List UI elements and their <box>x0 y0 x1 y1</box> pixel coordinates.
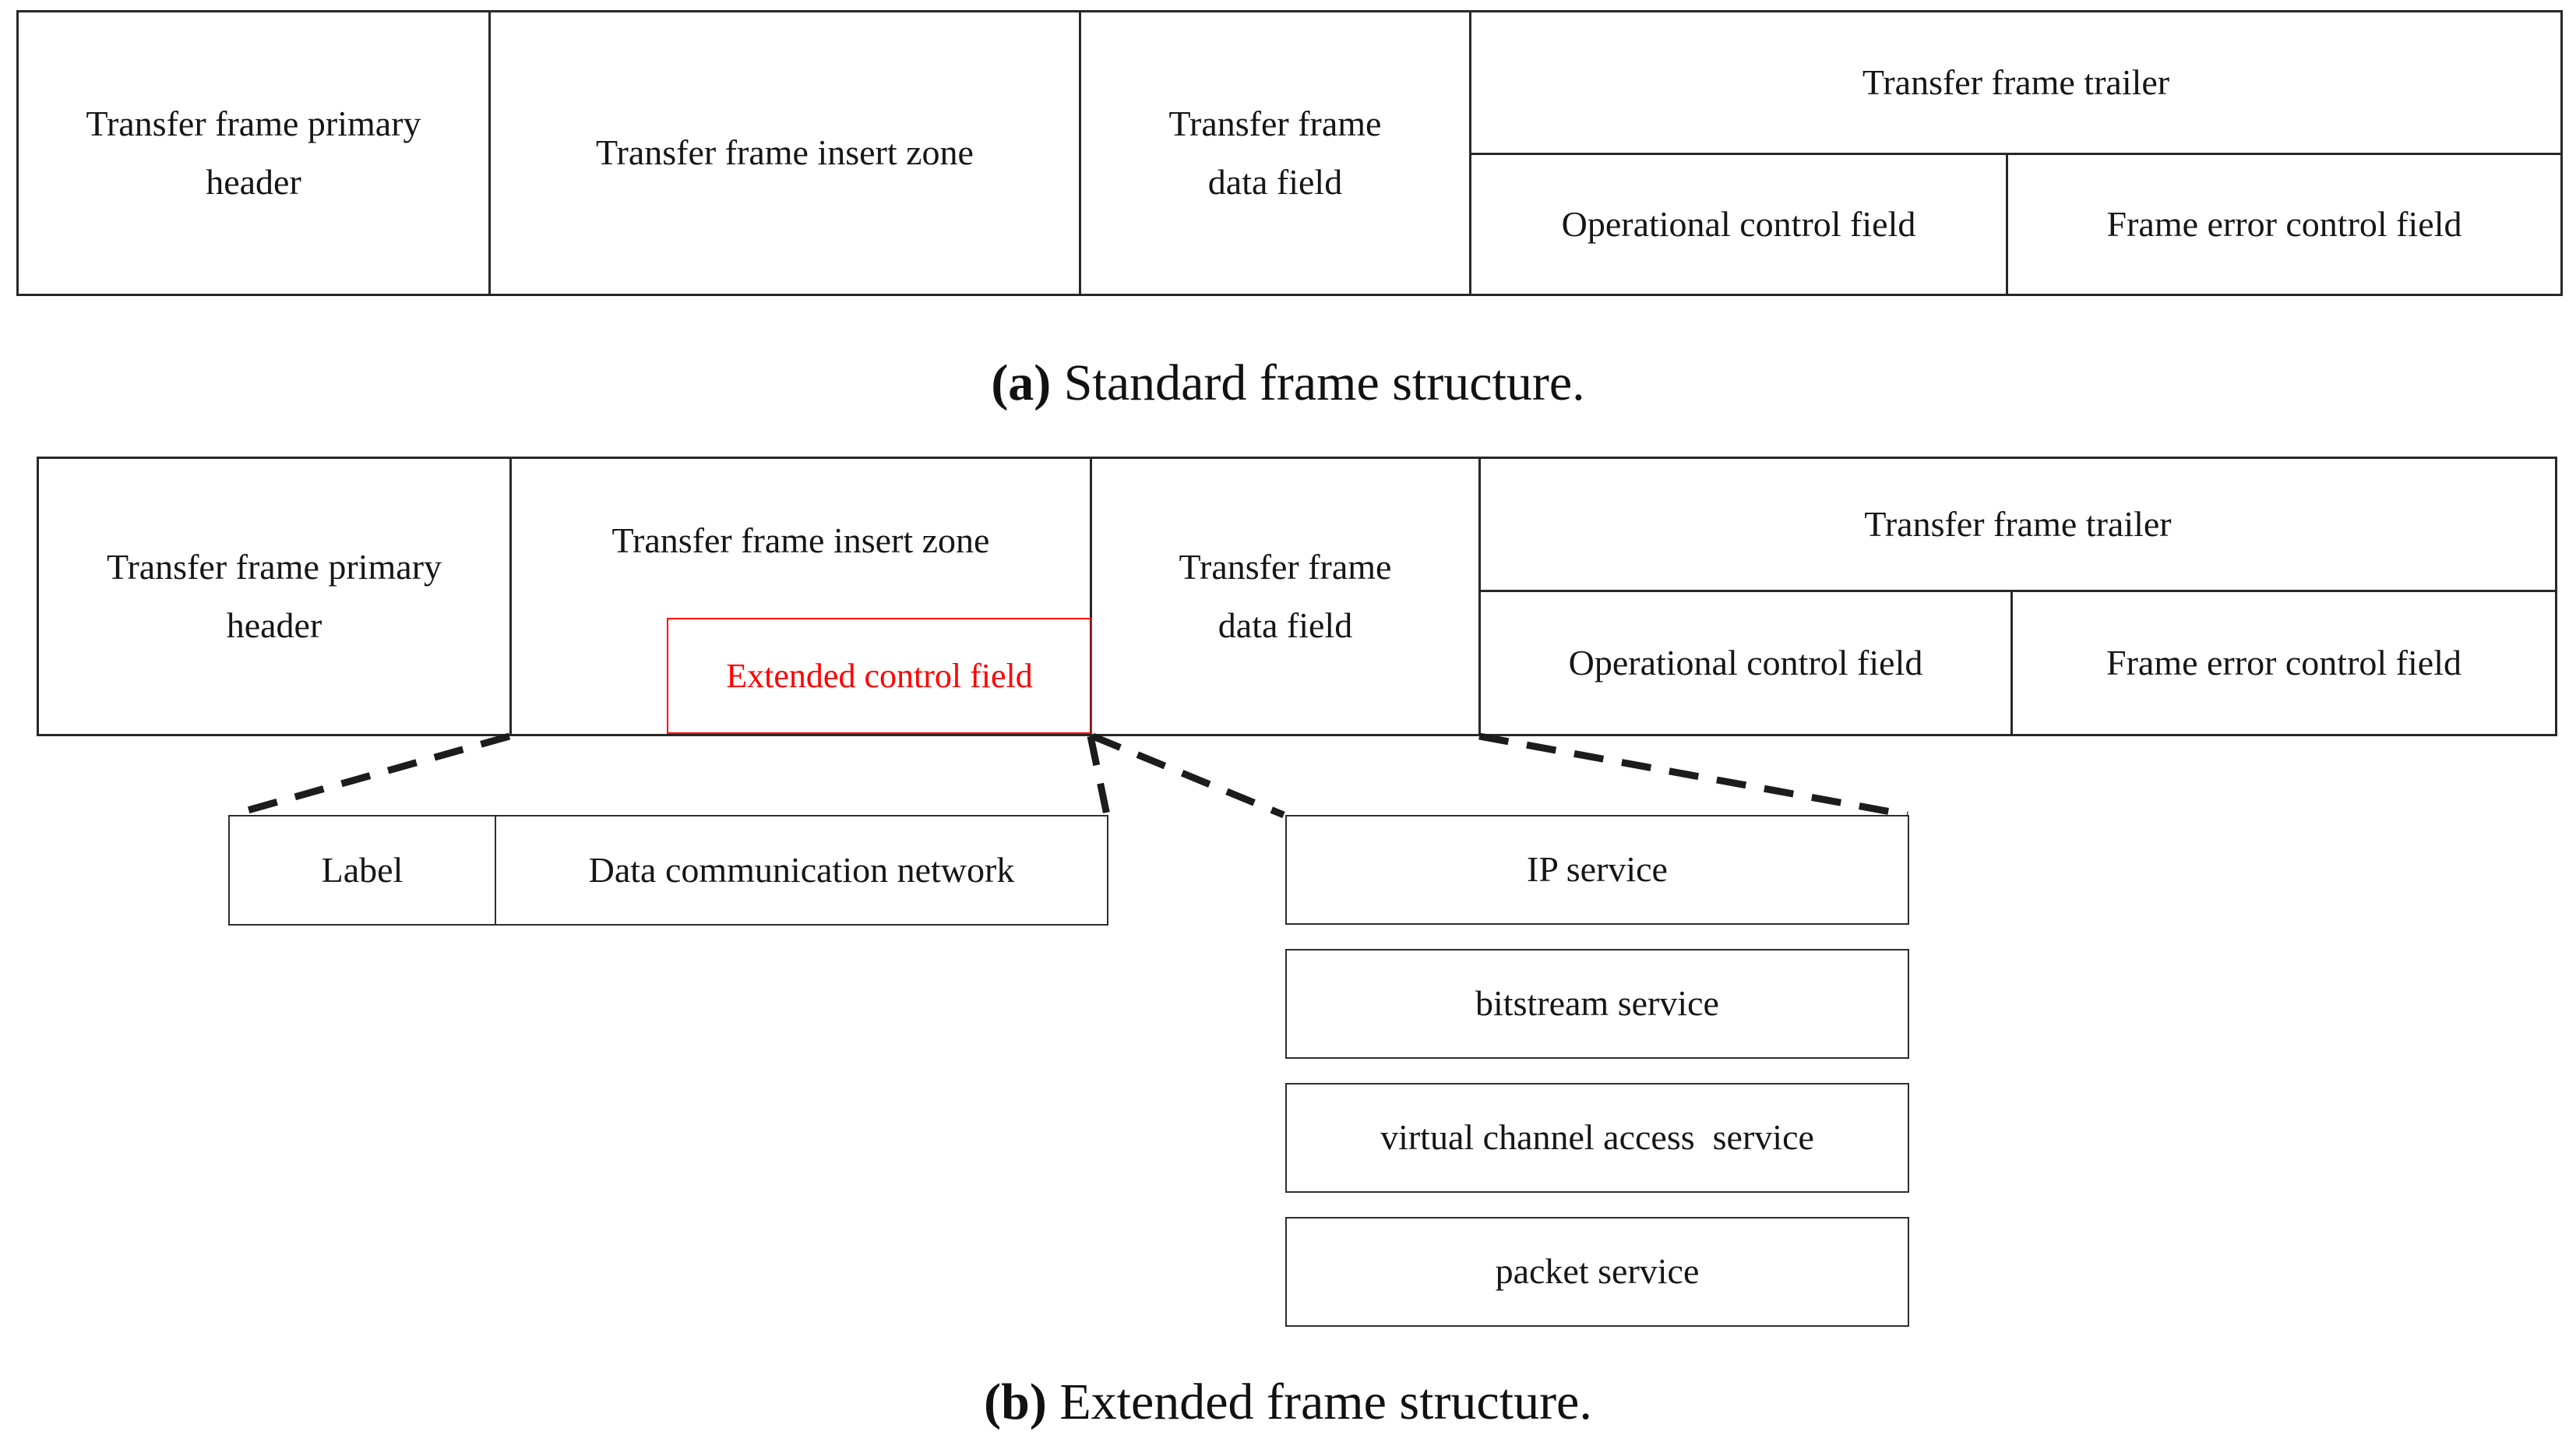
cell-operational-control-label: Operational control field <box>1561 203 1916 244</box>
insert-zone-expansion-box: Label Data communication network <box>228 815 1108 926</box>
cell-insert-zone-b-label: Transfer frame insert zone <box>611 520 990 560</box>
caption-b-label: (b) <box>984 1374 1047 1430</box>
cell-primary-header: Transfer frame primary header <box>19 12 488 294</box>
cell-operational-control-b-label: Operational control field <box>1568 642 1923 682</box>
service-box-ip: IP service <box>1285 815 1909 925</box>
cell-operational-control-b: Operational control field <box>1481 592 2010 734</box>
caption-standard-frame: (a) Standard frame structure. <box>0 343 2576 424</box>
divider <box>2010 592 2013 734</box>
extended-control-field-box: Extended control field <box>667 618 1092 734</box>
service-box-virtual-channel-access-label: virtual channel access service <box>1380 1117 1814 1158</box>
cell-data-field: Transfer frame data field <box>1081 12 1469 294</box>
service-box-virtual-channel-access: virtual channel access service <box>1285 1083 1909 1193</box>
caption-a-text: Standard frame structure. <box>1051 354 1585 411</box>
cell-trailer-label: Transfer frame trailer <box>1862 62 2170 102</box>
divider <box>1469 12 1471 294</box>
cell-primary-header-b-label: Transfer frame primary header <box>106 546 442 645</box>
connector-data-field-to-ip-service-left <box>1091 732 1285 819</box>
divider <box>488 12 491 294</box>
cell-frame-error-control-b-label: Frame error control field <box>2106 642 2461 682</box>
cell-insert-zone-b: Transfer frame insert zone <box>512 459 1090 622</box>
caption-b-text: Extended frame structure. <box>1046 1374 1592 1430</box>
cell-primary-header-label: Transfer frame primary header <box>86 103 421 202</box>
connector-insert-zone-to-label-box <box>230 732 511 819</box>
connector-insert-zone-to-network-box <box>1087 735 1111 816</box>
extended-control-field-label: Extended control field <box>726 656 1033 695</box>
cell-frame-error-control: Frame error control field <box>2008 155 2560 294</box>
cell-frame-error-control-label: Frame error control field <box>2106 203 2462 244</box>
service-box-ip-label: IP service <box>1527 849 1668 890</box>
cell-frame-error-control-b: Frame error control field <box>2013 592 2555 734</box>
data-communication-network-field: Data communication network <box>496 816 1107 924</box>
cell-data-field-label: Transfer frame data field <box>1168 103 1382 202</box>
cell-trailer-b-label: Transfer frame trailer <box>1864 503 2172 544</box>
label-field-text: Label <box>321 849 403 890</box>
cell-insert-zone-label: Transfer frame insert zone <box>596 132 974 173</box>
divider <box>495 816 496 924</box>
cell-insert-zone: Transfer frame insert zone <box>491 12 1079 294</box>
standard-frame-table: Transfer frame primary header Transfer f… <box>16 10 2563 296</box>
service-box-bitstream: bitstream service <box>1285 949 1909 1059</box>
label-field: Label <box>230 816 495 924</box>
divider <box>1090 459 1092 734</box>
divider <box>1471 153 2560 155</box>
caption-extended-frame: (b) Extended frame structure. <box>0 1362 2576 1443</box>
service-box-packet: packet service <box>1285 1217 1909 1327</box>
extended-frame-table: Transfer frame primary header Transfer f… <box>37 457 2557 736</box>
service-box-packet-label: packet service <box>1495 1251 1700 1292</box>
cell-primary-header-b: Transfer frame primary header <box>39 459 509 734</box>
divider <box>1478 590 2555 592</box>
cell-operational-control: Operational control field <box>1471 155 2006 294</box>
divider <box>1079 12 1081 294</box>
divider <box>1478 459 1481 734</box>
cell-trailer-b: Transfer frame trailer <box>1481 459 2555 590</box>
cell-data-field-b-label: Transfer frame data field <box>1179 546 1392 645</box>
connector-data-field-to-ip-service-right <box>1478 732 1908 819</box>
data-communication-network-text: Data communication network <box>588 849 1015 890</box>
cell-trailer: Transfer frame trailer <box>1471 12 2560 153</box>
divider <box>2006 155 2008 294</box>
cell-data-field-b: Transfer frame data field <box>1092 459 1478 734</box>
caption-a-label: (a) <box>991 354 1052 411</box>
divider <box>509 459 512 734</box>
service-box-bitstream-label: bitstream service <box>1475 983 1719 1024</box>
